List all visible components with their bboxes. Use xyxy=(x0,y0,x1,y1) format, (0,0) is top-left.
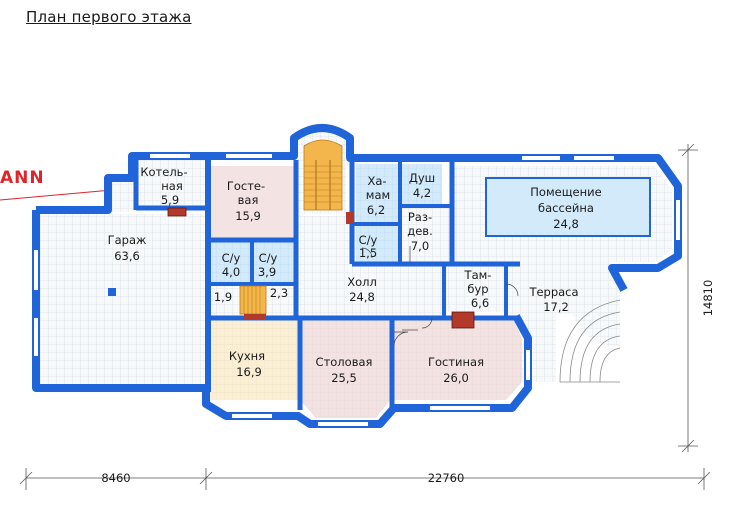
room-su1-area: 4,0 xyxy=(222,265,240,279)
room-boiler-name: ная xyxy=(161,179,182,193)
room-su2-name: С/у xyxy=(259,251,278,265)
brand-logo-text: ANN xyxy=(0,168,45,188)
room-su3-area: 1,5 xyxy=(359,246,377,260)
room-dining-area: 25,5 xyxy=(331,371,357,385)
room-area19: 1,9 xyxy=(214,290,232,304)
room-vestibule-area: 6,6 xyxy=(471,296,489,310)
room-kitchen-area: 16,9 xyxy=(236,365,262,379)
room-vestibule-name: бур xyxy=(467,282,488,296)
room-garage-area: 63,6 xyxy=(114,249,140,263)
room-living-area: 26,0 xyxy=(443,371,469,385)
room-garage-name: Гараж xyxy=(108,233,147,247)
room-pool-name: Помещение xyxy=(530,185,601,199)
terrace-steps xyxy=(559,299,621,383)
room-su2-area: 3,9 xyxy=(258,265,276,279)
room-area23: 2,3 xyxy=(270,286,288,300)
room-su3-name: С/у xyxy=(359,233,378,247)
brand-pointer-line xyxy=(0,189,113,201)
page-title: План первого этажа xyxy=(26,8,192,26)
floor-fills xyxy=(40,132,672,418)
room-dressing-area: 7,0 xyxy=(411,239,429,253)
dimension-main-width: 22760 xyxy=(428,471,465,485)
room-hall-area: 24,8 xyxy=(349,290,375,304)
room-dining-name: Столовая xyxy=(316,355,373,369)
dimension-height: 14810 xyxy=(701,280,715,317)
room-terrace-area: 17,2 xyxy=(543,300,569,314)
room-labels: Котель- ная 5,9 Госте- вая 15,9 Гараж 63… xyxy=(108,165,602,385)
windows xyxy=(34,154,680,426)
chimney-icon xyxy=(346,212,354,224)
room-boiler-area: 5,9 xyxy=(161,193,179,207)
room-su1-name: С/у xyxy=(222,251,241,265)
room-guest-name: вая xyxy=(238,193,259,207)
room-dressing-name: дев. xyxy=(407,224,432,238)
room-vestibule-name: Там- xyxy=(464,268,492,282)
drain-icon xyxy=(108,288,116,296)
room-shower-area: 4,2 xyxy=(413,186,431,200)
fireplace-icon xyxy=(451,311,475,329)
doors xyxy=(361,246,519,347)
room-pool-area: 24,8 xyxy=(553,217,579,231)
room-hammam-name: Ха- xyxy=(367,174,386,188)
room-boiler-name: Котель- xyxy=(140,165,187,179)
dimension-lines xyxy=(19,143,711,490)
stair-small xyxy=(239,285,267,315)
dimension-left-width: 8460 xyxy=(101,471,130,485)
room-terrace-name: Терраса xyxy=(528,285,578,299)
room-hammam-name: мам xyxy=(366,188,390,202)
room-kitchen-name: Кухня xyxy=(229,349,265,363)
room-hall-name: Холл xyxy=(347,275,377,289)
room-shower-name: Душ xyxy=(409,171,435,185)
room-guest-name: Госте- xyxy=(227,179,265,193)
boiler-unit-icon xyxy=(167,207,187,217)
room-hammam-area: 6,2 xyxy=(367,203,385,217)
room-guest-area: 15,9 xyxy=(235,209,261,223)
room-living-name: Гостиная xyxy=(428,355,484,369)
room-dressing-name: Раз- xyxy=(408,210,432,224)
stair-main xyxy=(303,139,343,211)
chimney-icon xyxy=(244,314,266,320)
room-pool-name: бассейна xyxy=(538,201,594,215)
